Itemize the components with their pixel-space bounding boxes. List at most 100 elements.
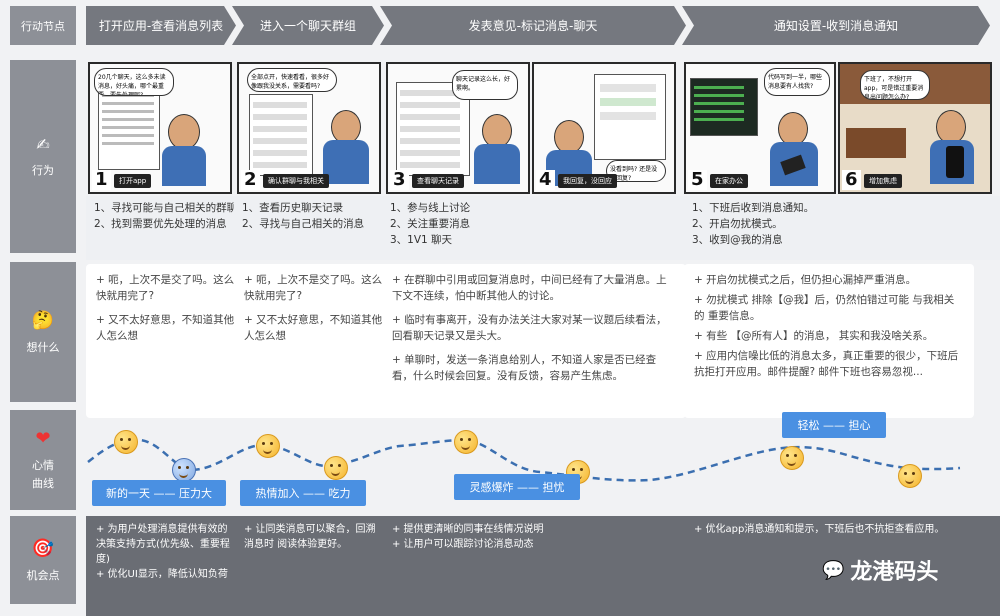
wechat-icon: 💬 xyxy=(822,559,845,581)
action-item: 1、寻找可能与自己相关的群聊 xyxy=(94,202,238,214)
scene-work-from-home: 代码写到一半，哪些消息要有人找我? xyxy=(686,64,834,192)
mood-label-4: 轻松 —— 担心 xyxy=(782,412,886,438)
stage-4: 通知设置-收到消息通知 xyxy=(682,6,990,45)
think-item: + 应用内信噪比低的消息太多，真正重要的很少，下班后抗拒打开应用。邮件提醒? 邮… xyxy=(694,350,959,378)
mood-label-2: 热情加入 —— 吃力 xyxy=(240,480,366,506)
panel-caption-6: 增加焦虑 xyxy=(864,174,902,188)
action-item: 3、1V1 聊天 xyxy=(390,234,453,246)
action-item: 3、收到@我的消息 xyxy=(692,234,783,246)
actions-stage-1: 1、寻找可能与自己相关的群聊 2、找到需要优先处理的消息 xyxy=(86,196,248,260)
comic-panel-5: 代码写到一半，哪些消息要有人找我? 5 在家办公 xyxy=(684,62,836,194)
panel-caption-2: 确认群聊与我相关 xyxy=(263,174,329,188)
speech-bubble-2: 全部点开，快速看看，很多好像跟我没关系，需要看吗? xyxy=(247,68,337,92)
stage-2: 进入一个聊天群组 xyxy=(232,6,384,45)
comic-panel-2: 全部点开，快速看看，很多好像跟我没关系，需要看吗? 2 确认群聊与我相关 xyxy=(237,62,381,194)
panel-caption-4: 我回复，没回应 xyxy=(558,174,617,188)
opportunity-stage-4: + 优化app消息通知和提示，下班后也不抗拒查看应用。 xyxy=(684,516,1000,616)
row-header-opportunity-label: 机会点 xyxy=(26,568,60,582)
scene-reply-no-response: 没看到吗? 还是没有回复? xyxy=(534,64,674,192)
think-item: + 呃，上次不是交了吗。这么快就用完了? xyxy=(96,274,235,302)
row-header-action-label: 行为 xyxy=(32,164,54,177)
comic-panel-3: 聊天记录这么长，好累啊。 3 查看聊天记录 xyxy=(386,62,530,194)
opportunity-item: + 优化app消息通知和提示，下班后也不抗拒查看应用。 xyxy=(694,524,945,535)
comic-panel-6: 下班了，不想打开app，可是错过重要消息出问题怎么办? 6 增加焦虑 xyxy=(838,62,992,194)
opportunity-stage-3: + 提供更清晰的同事在线情况说明 + 让用户可以跟踪讨论消息动态 xyxy=(382,516,686,616)
stage-1: 打开应用-查看消息列表 xyxy=(86,6,236,45)
comic-panel-1: 20几个聊天，这么多未读消息，好头痛，哪个最重要，要先处理呢? 1 打开app xyxy=(88,62,232,194)
emoji-sweat-icon xyxy=(256,434,280,458)
row-header-mood: ❤ 心情 曲线 xyxy=(10,410,76,510)
mobile-icon: ✍ xyxy=(36,135,50,154)
panel-number-2: 2 xyxy=(241,170,260,190)
thinking-face-icon: 🤔 xyxy=(31,309,55,331)
mood-label-2-text: 热情加入 —— 吃力 xyxy=(255,487,351,500)
row-header-mood-label: 心情 曲线 xyxy=(32,458,54,490)
think-item: + 单聊时，发送一条消息给别人，不知道人家是否已经查看，什么时候会回复。没有反馈… xyxy=(392,354,657,382)
panel-caption-3: 查看聊天记录 xyxy=(412,174,464,188)
row-header-nodes: 行动节点 xyxy=(10,6,76,45)
row-header-opportunity: 🎯 机会点 xyxy=(10,516,76,604)
scene-phone-list: 20几个聊天，这么多未读消息，好头痛，哪个最重要，要先处理呢? xyxy=(90,64,230,192)
action-item: 1、下班后收到消息通知。 xyxy=(692,202,815,214)
speech-bubble-4: 没看到吗? 还是没有回复? xyxy=(606,160,666,182)
opportunity-item: + 让用户可以跟踪讨论消息动态 xyxy=(392,539,534,550)
emoji-happy-icon xyxy=(454,430,478,454)
row-header-nodes-label: 行动节点 xyxy=(21,19,65,33)
action-item: 1、参与线上讨论 xyxy=(390,202,471,214)
scene-chat-history: 聊天记录这么长，好累啊。 xyxy=(388,64,528,192)
panel-number-6: 6 xyxy=(842,170,861,190)
opportunity-item: + 为用户处理消息提供有效的决策支持方式(优先级、重要程度) xyxy=(96,524,230,565)
speech-bubble-1: 20几个聊天，这么多未读消息，好头痛，哪个最重要，要先处理呢? xyxy=(94,68,174,96)
panel-number-1: 1 xyxy=(92,170,111,190)
watermark-text: 龙港码头 xyxy=(850,560,939,585)
speech-bubble-6: 下班了，不想打开app，可是错过重要消息出问题怎么办? xyxy=(860,70,930,100)
action-item: 2、找到需要优先处理的消息 xyxy=(94,218,227,230)
scene-chat-group: 全部点开，快速看看，很多好像跟我没关系，需要看吗? xyxy=(239,64,379,192)
think-item: + 有些 【@所有人】的消息， 其实和我没啥关系。 xyxy=(694,330,934,342)
think-item: + 呃，上次不是交了吗。这么快就用完了? xyxy=(244,274,383,302)
stage-3: 发表意见-标记消息-聊天 xyxy=(380,6,686,45)
action-item: 2、开启勿扰模式。 xyxy=(692,218,783,230)
opportunity-stage-2: + 让同类消息可以聚合，回溯消息时 阅读体验更好。 xyxy=(234,516,394,616)
panel-number-3: 3 xyxy=(390,170,409,190)
panel-number-5: 5 xyxy=(688,170,707,190)
stage-1-label: 打开应用-查看消息列表 xyxy=(98,19,224,33)
actions-stage-3: 1、参与线上讨论 2、关注重要消息 3、1V1 聊天 xyxy=(382,196,700,260)
action-item: 2、关注重要消息 xyxy=(390,218,471,230)
target-icon: 🎯 xyxy=(31,537,55,559)
row-header-action: ✍ 行为 xyxy=(10,60,76,253)
scene-after-work: 下班了，不想打开app，可是错过重要消息出问题怎么办? xyxy=(840,64,990,192)
stage-2-label: 进入一个聊天群组 xyxy=(259,19,356,33)
mood-label-1: 新的一天 —— 压力大 xyxy=(92,480,226,506)
action-item: 2、寻找与自己相关的消息 xyxy=(242,218,365,230)
think-item: + 又不太好意思，不知道其他人怎么想 xyxy=(244,314,383,342)
speech-bubble-3: 聊天记录这么长，好累啊。 xyxy=(452,70,518,100)
think-stage-1: + 呃，上次不是交了吗。这么快就用完了? + 又不太好意思，不知道其他人怎么想 xyxy=(86,264,246,418)
emoji-anxious-icon xyxy=(898,464,922,488)
watermark: 💬 龙港码头 xyxy=(822,554,938,586)
opportunity-stage-1: + 为用户处理消息提供有效的决策支持方式(优先级、重要程度) + 优化UI显示，… xyxy=(86,516,246,616)
think-item: + 在群聊中引用或回复消息时，中间已经有了大量消息。上下文不连续，怕中断其他人的… xyxy=(392,274,667,302)
mood-label-3: 灵感爆炸 —— 担忧 xyxy=(454,474,580,500)
emoji-smile-icon xyxy=(114,430,138,454)
think-item: + 临时有事离开，没有办法关注大家对某一议题后续看法，回看聊天记录又是头大。 xyxy=(392,314,667,342)
row-header-think-label: 想什么 xyxy=(26,340,60,354)
panel-number-4: 4 xyxy=(536,170,555,190)
think-stage-2: + 呃，上次不是交了吗。这么快就用完了? + 又不太好意思，不知道其他人怎么想 xyxy=(234,264,394,418)
actions-stage-4: 1、下班后收到消息通知。 2、开启勿扰模式。 3、收到@我的消息 xyxy=(684,196,1000,260)
think-item: + 开启勿扰模式之后，但仍担心漏掉严重消息。 xyxy=(694,274,917,286)
think-stage-3: + 在群聊中引用或回复消息时，中间已经有了大量消息。上下文不连续，怕中断其他人的… xyxy=(382,264,686,418)
action-item: 1、查看历史聊天记录 xyxy=(242,202,344,214)
mood-label-1-text: 新的一天 —— 压力大 xyxy=(106,487,212,500)
opportunity-item: + 优化UI显示，降低认知负荷 xyxy=(96,569,228,580)
think-stage-4: + 开启勿扰模式之后，但仍担心漏掉严重消息。 + 勿扰模式 排除【@我】后，仍然… xyxy=(684,264,974,418)
panel-caption-1: 打开app xyxy=(114,174,152,188)
emoji-scared-icon xyxy=(172,458,196,482)
think-item: + 又不太好意思，不知道其他人怎么想 xyxy=(96,314,235,342)
stage-4-label: 通知设置-收到消息通知 xyxy=(773,19,899,33)
opportunity-item: + 让同类消息可以聚合，回溯消息时 阅读体验更好。 xyxy=(244,524,376,550)
heart-icon: ❤ xyxy=(35,427,51,449)
stage-3-label: 发表意见-标记消息-聊天 xyxy=(468,19,598,33)
panel-caption-5: 在家办公 xyxy=(710,174,748,188)
emoji-relaxed-icon xyxy=(780,446,804,470)
